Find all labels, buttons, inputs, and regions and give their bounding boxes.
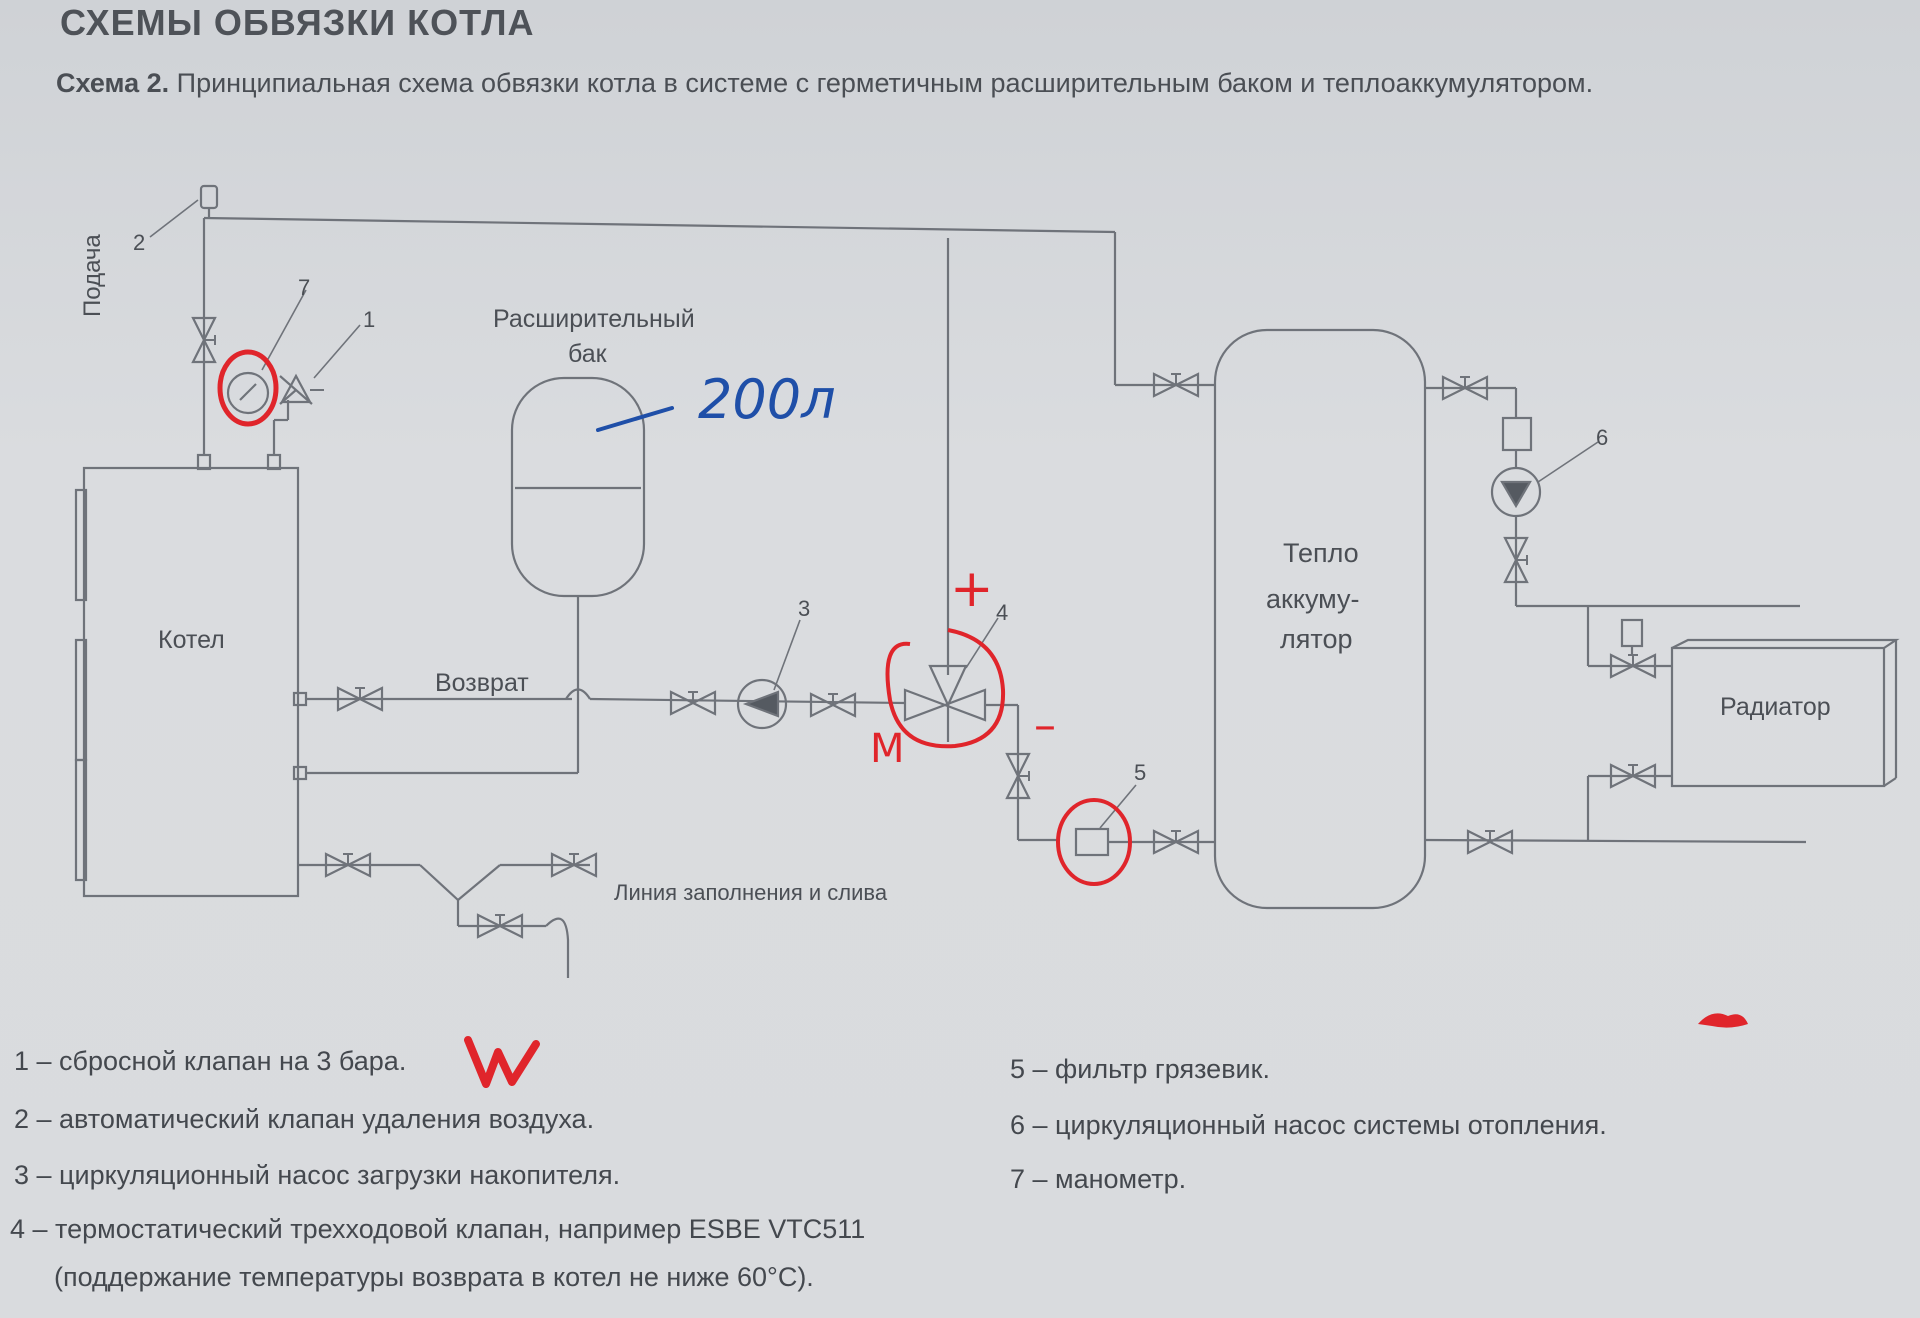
radiator (1670, 646, 1886, 788)
plus-mark: + (950, 559, 994, 619)
minus-mark: – (1034, 700, 1056, 751)
motor-mark: M (870, 726, 905, 772)
caption-text: Принципиальная схема обвязки котла в сис… (169, 68, 1594, 98)
boiler-body (82, 466, 300, 898)
accumulator-label-line2: аккуму- (1266, 584, 1360, 614)
tank-label-line1: Расширительный (493, 305, 695, 333)
legend-item-3: 3 – циркуляционный насос загрузки накопи… (14, 1160, 621, 1190)
valves (191, 316, 1657, 939)
marker-1: 1 (363, 307, 375, 332)
marker-4: 4 (996, 600, 1008, 625)
figure-caption: Схема 2. Принципиальная схема обвязки ко… (56, 68, 1593, 99)
tank-label-line2: бак (568, 340, 608, 368)
marker-6: 6 (1596, 425, 1608, 450)
radiator-label: Радиатор (1720, 693, 1831, 721)
return-label: Возврат (435, 669, 529, 697)
legend-item-6: 6 – циркуляционный насос системы отоплен… (1010, 1110, 1607, 1140)
caption-lead: Схема 2. (56, 68, 170, 98)
supply-label: Подача (79, 234, 106, 317)
tank-volume-note: 200л (698, 368, 836, 431)
heat-accumulator (1213, 328, 1427, 910)
boiler-label: Котел (158, 626, 225, 654)
marker-2: 2 (133, 230, 145, 255)
fill-line-label: Линия заполнения и слива (614, 880, 888, 905)
pipework (74, 184, 1900, 978)
pump-3 (736, 678, 788, 730)
marker-5: 5 (1134, 760, 1146, 785)
valve-circle (885, 628, 1006, 749)
pen-annotations: 200л + – M (217, 349, 1748, 1088)
pen-pointer-line (596, 406, 674, 432)
marker-3: 3 (798, 596, 810, 621)
accumulator-label-line3: лятор (1280, 624, 1352, 654)
filter-circle (1056, 798, 1132, 886)
check-mark (464, 1036, 540, 1088)
legend-item-7: 7 – манометр. (1010, 1164, 1187, 1194)
red-blot (1698, 1013, 1748, 1028)
page-heading: СХЕМЫ ОБВЯЗКИ КОТЛА (60, 2, 535, 43)
leader-lines (149, 199, 1599, 829)
legend-item-5: 5 – фильтр грязевик. (1010, 1054, 1270, 1084)
legend-item-2: 2 – автоматический клапан удаления возду… (14, 1104, 595, 1134)
legend-item-1: 1 – сбросной клапан на 3 бара. (14, 1046, 407, 1076)
accumulator-label-line1: Тепло (1283, 538, 1359, 568)
manometer-circle (217, 349, 279, 427)
diagram-labels: Подача Котел Расширительный бак Возврат … (79, 230, 1831, 905)
marker-7: 7 (298, 275, 310, 300)
legend-item-4-note: (поддержание температуры возврата в коте… (54, 1262, 814, 1292)
legend-item-4: 4 – термостатический трехходовой клапан,… (10, 1214, 866, 1244)
